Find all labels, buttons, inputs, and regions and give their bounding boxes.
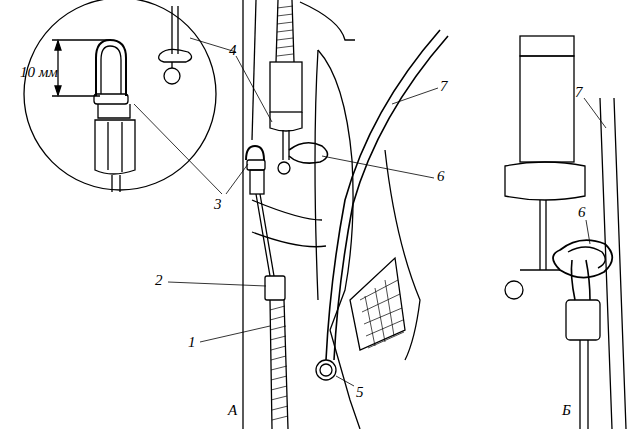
callout-number: 1 xyxy=(188,334,196,350)
pin-head xyxy=(159,49,192,62)
cable xyxy=(334,36,448,360)
hose xyxy=(276,0,294,62)
cable xyxy=(580,340,588,429)
dimension-line xyxy=(52,39,110,40)
collar xyxy=(505,162,585,200)
cable xyxy=(600,98,626,429)
mesh-patch xyxy=(350,258,405,350)
cable xyxy=(112,175,120,192)
hose-coil xyxy=(277,6,293,56)
d-ring xyxy=(571,260,590,300)
pin xyxy=(283,130,289,160)
pin-ball xyxy=(278,162,290,174)
pack-edge xyxy=(385,150,420,360)
loop xyxy=(289,143,328,163)
hose-braid xyxy=(270,306,288,420)
callout-number: 7 xyxy=(575,84,583,100)
callout-number: 5 xyxy=(356,384,364,400)
dimension-line xyxy=(52,95,100,96)
mesh xyxy=(360,280,404,348)
pin xyxy=(520,269,560,270)
pack-edge xyxy=(252,0,256,140)
view-label: Б xyxy=(562,402,571,418)
inset-circle xyxy=(24,0,216,190)
d-ring xyxy=(96,40,126,96)
nut-edge xyxy=(121,122,122,172)
ring-base xyxy=(247,160,265,170)
pin xyxy=(171,62,172,68)
cylinder xyxy=(270,62,302,112)
d-ring xyxy=(246,146,264,160)
cylinder xyxy=(520,56,574,162)
nut xyxy=(250,170,264,194)
cable xyxy=(256,194,274,276)
view-label: А xyxy=(228,402,237,418)
leader-lines xyxy=(134,38,606,386)
nut-edge xyxy=(107,122,108,170)
pack-edge xyxy=(242,0,243,429)
nut xyxy=(95,120,135,174)
dimension-label: 10 мм xyxy=(20,64,58,80)
collar xyxy=(270,112,302,131)
pin-ball xyxy=(505,281,523,299)
nut xyxy=(98,104,130,118)
cable xyxy=(326,30,440,360)
callout-number: 6 xyxy=(578,204,586,220)
callout-number: 6 xyxy=(437,168,445,184)
cylinder-top xyxy=(520,36,574,56)
ring xyxy=(320,364,332,376)
loop xyxy=(553,240,612,277)
pin xyxy=(540,200,546,270)
callout-number: 3 xyxy=(214,196,222,212)
flap xyxy=(300,2,355,40)
pin-ball xyxy=(164,68,180,84)
hose xyxy=(270,300,288,429)
callout-number: 2 xyxy=(155,272,163,288)
callout-number: 7 xyxy=(440,78,448,94)
ring xyxy=(316,360,336,380)
d-ring xyxy=(101,46,121,94)
nut xyxy=(566,300,600,340)
pin xyxy=(172,6,178,54)
pack-blade xyxy=(315,50,318,300)
nut xyxy=(265,276,285,300)
callout-number: 4 xyxy=(229,42,237,58)
